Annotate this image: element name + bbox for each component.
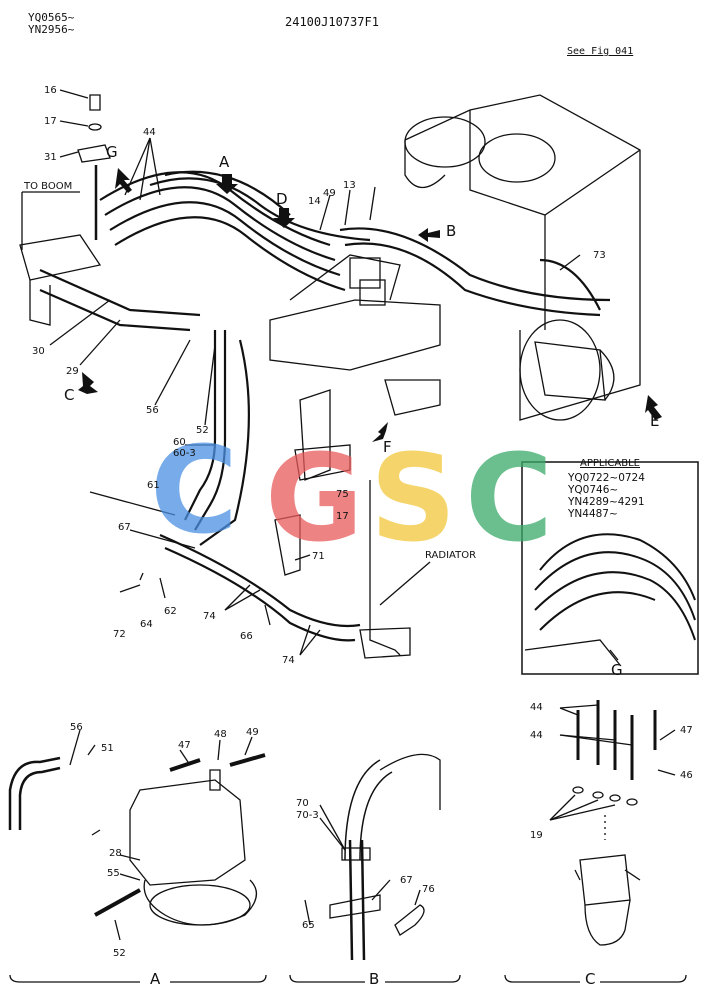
callout-75: 75	[336, 489, 349, 500]
callout-47: 47	[178, 740, 191, 751]
callout-70: 70	[296, 798, 309, 809]
callout-62: 62	[164, 606, 177, 617]
inset-g-label: G	[611, 661, 623, 679]
callout-72: 72	[113, 629, 126, 640]
part-number: 24100J10737F1	[285, 15, 379, 29]
callout-17: 17	[44, 116, 57, 127]
callout-49: 49	[323, 188, 336, 199]
callout-48: 48	[214, 729, 227, 740]
view-arrow-c: C	[64, 386, 75, 404]
callout-29: 29	[66, 366, 79, 377]
callout-66: 66	[240, 631, 253, 642]
section-c-label: C	[585, 970, 596, 988]
callout-70-3: 70-3	[296, 810, 319, 821]
callout-13: 13	[343, 180, 356, 191]
callout-44: 44	[143, 127, 156, 138]
watermark-letter: C	[150, 422, 239, 561]
callout-49b: 49	[246, 727, 259, 738]
section-b-label: B	[369, 970, 380, 988]
callout-52b: 52	[113, 948, 126, 959]
to-boom-label: TO BOOM	[24, 181, 73, 192]
callout-61: 61	[147, 480, 160, 491]
callout-71: 71	[312, 551, 325, 562]
watermark-letter: G	[265, 430, 364, 569]
radiator-label: RADIATOR	[425, 550, 477, 561]
callout-47b: 47	[680, 725, 693, 736]
callout-19: 19	[530, 830, 543, 841]
callout-56: 56	[146, 405, 159, 416]
view-arrow-f: F	[383, 438, 392, 456]
callout-74b: 74	[282, 655, 295, 666]
callout-55: 55	[107, 868, 120, 879]
callout-76: 76	[422, 884, 435, 895]
view-arrow-d: D	[276, 190, 288, 208]
callout-51: 51	[101, 743, 114, 754]
applicable-label: APPLICABLE	[580, 458, 640, 469]
callout-67: 67	[118, 522, 131, 533]
figure-reference: See Fig 041	[567, 46, 634, 57]
serial-range-1: YQ0565~	[28, 11, 75, 24]
applicable-item: YQ0746~	[568, 484, 619, 496]
applicable-item: YQ0722~0724	[568, 472, 645, 484]
callout-16: 16	[44, 85, 57, 96]
callout-44c: 44	[530, 730, 543, 741]
callout-46: 46	[680, 770, 693, 781]
callout-31: 31	[44, 152, 57, 163]
callout-30: 30	[32, 346, 45, 357]
serial-range-2: YN2956~	[28, 23, 75, 36]
callout-52: 52	[196, 425, 209, 436]
view-arrow-a: A	[219, 153, 230, 171]
section-a-label: A	[150, 970, 161, 988]
callout-56b: 56	[70, 722, 83, 733]
callout-65: 65	[302, 920, 315, 931]
callout-28: 28	[109, 848, 122, 859]
callout-73: 73	[593, 250, 606, 261]
callout-60: 60	[173, 437, 186, 448]
applicable-item: YN4289~4291	[568, 496, 645, 508]
callout-44b: 44	[530, 702, 543, 713]
applicable-item: YN4487~	[568, 508, 618, 520]
callout-17b: 17	[336, 511, 349, 522]
watermark-letter: S	[370, 430, 457, 569]
callout-74: 74	[203, 611, 216, 622]
callout-60-3: 60-3	[173, 448, 196, 459]
applicable-list: YQ0722~0724 YQ0746~ YN4289~4291 YN4487~	[568, 472, 645, 520]
callout-64: 64	[140, 619, 153, 630]
view-arrow-b: B	[446, 222, 457, 240]
view-arrow-g: G	[106, 143, 118, 161]
callout-14: 14	[308, 196, 321, 207]
callout-67b: 67	[400, 875, 413, 886]
view-arrow-e: E	[650, 412, 660, 430]
watermark-letter: C	[465, 430, 554, 569]
